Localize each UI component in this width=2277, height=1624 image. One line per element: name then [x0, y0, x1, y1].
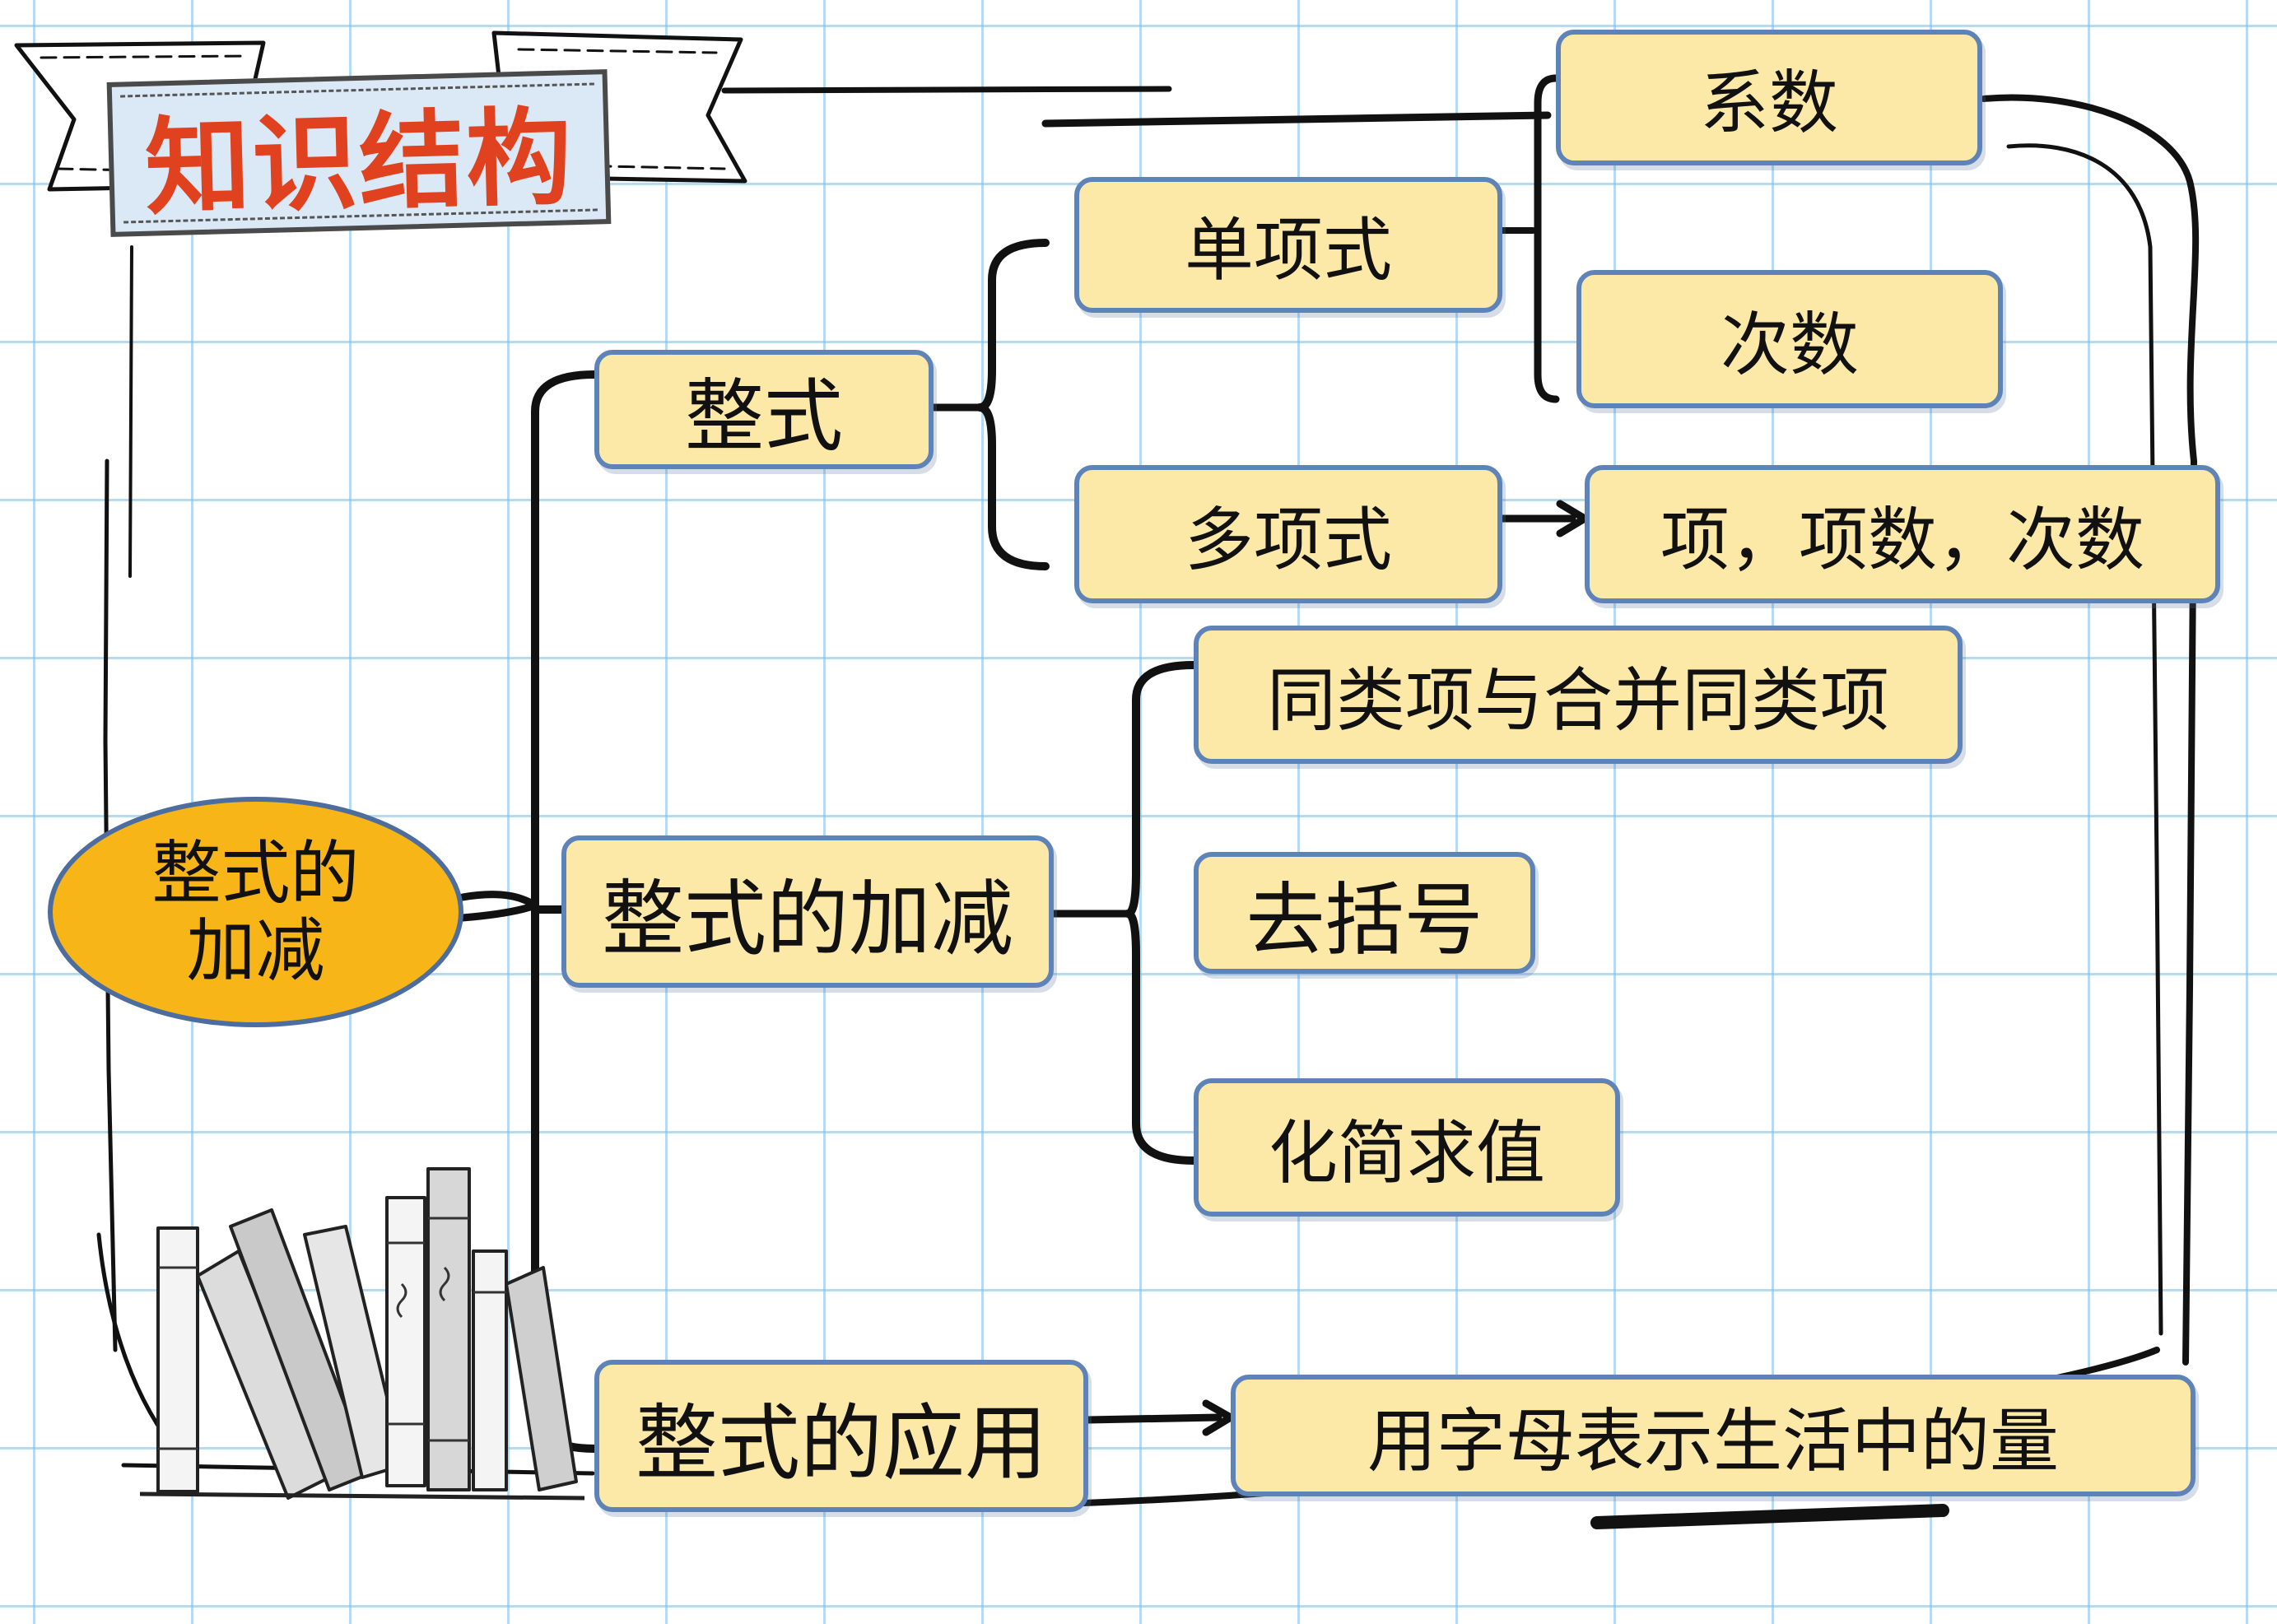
node-zhengshi-jiajian-label: 整式的加减	[602, 871, 1013, 967]
node-zhengshi-yingyong-label: 整式的应用	[636, 1395, 1047, 1491]
title-banner: 知识结构	[106, 69, 612, 237]
node-qukuohao-label: 去括号	[1246, 873, 1483, 966]
node-zimu-liang-label: 用字母表示生活中的量	[1367, 1400, 2059, 1482]
node-cishu: 次数	[1576, 270, 2003, 408]
node-tongleixiang-label: 同类项与合并同类项	[1266, 659, 1889, 741]
node-danxiangshi: 单项式	[1074, 177, 1502, 313]
node-zimu-liang: 用字母表示生活中的量	[1231, 1375, 2196, 1496]
node-zhengshi-yingyong: 整式的应用	[594, 1360, 1088, 1512]
books-illustration	[140, 1167, 584, 1501]
node-xiang-xiangshu-cishu: 项，项数，次数	[1585, 465, 2220, 603]
root-node: 整式的 加减	[48, 797, 463, 1027]
node-xishu-label: 系数	[1699, 63, 1838, 143]
root-label-line2: 加减	[186, 910, 325, 991]
node-xiang-xiangshu-cishu-label: 项，项数，次数	[1660, 499, 2144, 580]
node-zhengshi-jiajian: 整式的加减	[561, 835, 1054, 988]
page-title: 知识结构	[143, 95, 575, 230]
root-label-line1: 整式的	[151, 832, 360, 914]
node-tongleixiang: 同类项与合并同类项	[1194, 626, 1963, 764]
node-xishu: 系数	[1556, 30, 1982, 165]
node-duoxiangshi: 多项式	[1074, 465, 1502, 603]
node-huajianqiuzhi: 化简求值	[1194, 1078, 1620, 1217]
node-qukuohao: 去括号	[1194, 852, 1535, 974]
node-huajianqiuzhi-label: 化简求值	[1268, 1112, 1545, 1194]
node-zhengshi: 整式	[594, 350, 934, 469]
node-danxiangshi-label: 单项式	[1184, 210, 1392, 291]
node-zhengshi-label: 整式	[685, 370, 843, 463]
node-cishu-label: 次数	[1720, 304, 1859, 385]
node-duoxiangshi-label: 多项式	[1184, 499, 1392, 580]
